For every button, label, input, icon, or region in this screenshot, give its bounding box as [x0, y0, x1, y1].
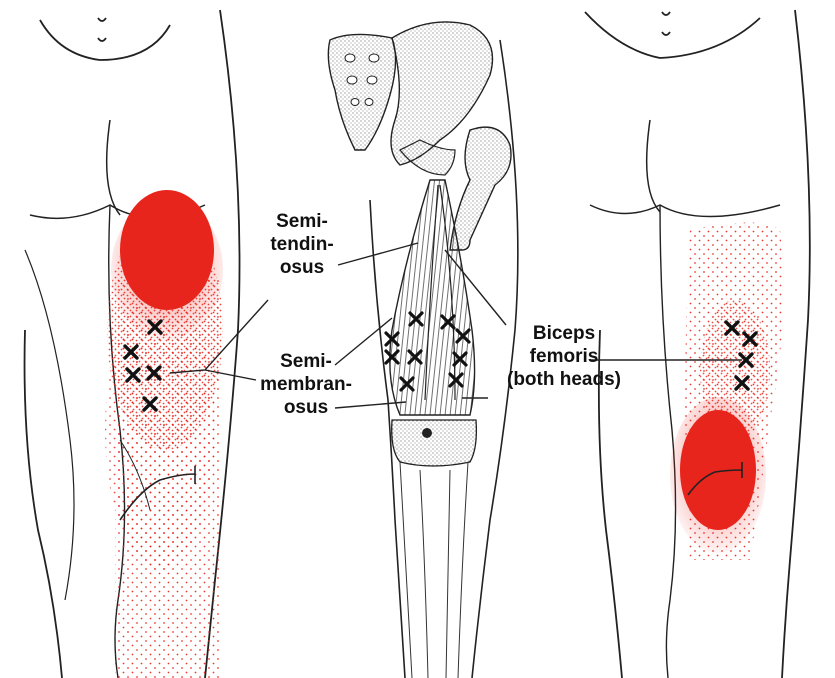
leader-semimembranosus-upper: [334, 317, 393, 366]
leader-semimembranosus-lower: [334, 401, 407, 409]
left-leg-panel: [23, 9, 241, 678]
x-mark-icon: [125, 367, 141, 383]
muscle-divider-2: [439, 184, 456, 401]
right-spine-marks: [661, 11, 671, 36]
sacrum-bone: [327, 33, 397, 151]
left-thigh-divider: [119, 439, 151, 511]
ischium: [399, 139, 456, 176]
right-leg-panel: [584, 9, 811, 678]
knee-notch: [422, 428, 432, 438]
x-mark-icon: [440, 314, 456, 330]
x-mark-icon: [384, 349, 400, 365]
hamstring-muscles: [389, 179, 476, 416]
tibia: [399, 461, 469, 678]
x-mark-icon: [399, 376, 415, 392]
knee-joint: [391, 419, 478, 467]
x-mark-icon: [738, 352, 754, 368]
x-mark-icon: [455, 328, 471, 344]
x-mark-icon: [146, 365, 162, 381]
right-trigger-points: [724, 320, 758, 391]
left-hip-line: [24, 249, 75, 601]
right-leg-outline: [584, 9, 811, 678]
center-leg-outline: [369, 39, 519, 678]
x-mark-icon: [384, 331, 400, 347]
right-pain-pattern: [670, 222, 784, 560]
right-knee-crease: [687, 462, 743, 496]
leader-lines: [169, 242, 742, 409]
x-mark-icon: [408, 311, 424, 327]
label-biceps-femoris: Biceps femoris (both heads): [507, 323, 621, 390]
right-buttock-outline: [589, 119, 781, 218]
left-spine-marks: [97, 17, 107, 42]
x-mark-icon: [142, 396, 158, 412]
right-thigh-inner-line: [659, 204, 677, 678]
label-semimembranosus: Semi- membran- osus: [260, 351, 352, 418]
x-mark-icon: [734, 375, 750, 391]
x-mark-icon: [452, 351, 468, 367]
pelvis-bone: [390, 21, 494, 166]
x-mark-icon: [407, 349, 423, 365]
center-trigger-points: [384, 311, 471, 392]
leader-semitendinosus-right: [337, 242, 419, 266]
x-mark-icon: [724, 320, 740, 336]
x-mark-icon: [123, 344, 139, 360]
x-mark-icon: [742, 331, 758, 347]
label-semitendinosus: Semi- tendin- osus: [270, 211, 334, 278]
leader-biceps-upper: [444, 249, 507, 326]
x-mark-icon: [448, 372, 464, 388]
muscle-divider-1: [424, 184, 439, 401]
x-mark-icon: [147, 319, 163, 335]
left-knee-crease: [119, 466, 196, 521]
left-trigger-points: [123, 319, 163, 412]
left-pain-pattern: [105, 190, 223, 678]
leader-semimembranosus-left: [204, 369, 257, 381]
center-anatomy-panel: [327, 21, 519, 678]
femur-upper: [449, 126, 512, 251]
